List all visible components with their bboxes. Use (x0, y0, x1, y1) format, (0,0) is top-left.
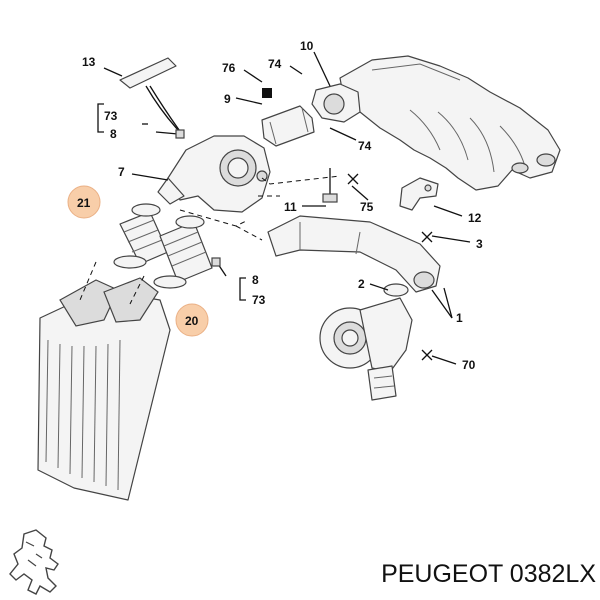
cross-marker (347, 173, 359, 185)
callout-3: 3 (476, 237, 483, 251)
callout-73-bottom: 73 (252, 293, 266, 307)
callout-1: 1 (456, 311, 463, 325)
bracket-13 (119, 57, 183, 135)
callout-11: 11 (284, 200, 297, 214)
intake-manifold (339, 55, 561, 191)
hose-20 (153, 215, 213, 289)
stud-11 (322, 168, 338, 203)
callout-10: 10 (300, 39, 314, 53)
intercooler (37, 277, 171, 501)
callout-73-top: 73 (104, 109, 118, 123)
callout-74-right: 74 (358, 139, 372, 153)
callout-13: 13 (82, 55, 96, 69)
peugeot-lion-logo-icon (9, 529, 59, 595)
cross-marker (421, 349, 433, 361)
callout-8-top: 8 (110, 127, 117, 141)
dashed-guides (79, 175, 341, 305)
turbocharger (319, 297, 413, 401)
highlight-circle-21 (67, 185, 101, 219)
callout-2: 2 (358, 277, 365, 291)
highlight-circle-20 (175, 303, 209, 337)
air-pipe (267, 215, 441, 293)
bolt-lower (211, 257, 227, 277)
callout-20: 20 (185, 314, 199, 328)
callout-74-top: 74 (268, 57, 282, 71)
cross-marker (421, 231, 433, 243)
sleeve-9 (261, 105, 315, 147)
part-number-caption: PEUGEOT 0382LX (381, 560, 596, 588)
callout-70: 70 (462, 358, 476, 372)
callout-8-bottom: 8 (252, 273, 259, 287)
throttle-housing (157, 135, 271, 213)
markers (262, 88, 433, 361)
callout-12: 12 (468, 211, 482, 225)
bracket-12 (399, 177, 439, 211)
square-marker (262, 88, 272, 98)
callout-75: 75 (360, 200, 374, 214)
leader-lines (97, 51, 471, 365)
callout-7: 7 (118, 165, 125, 179)
callout-9: 9 (224, 92, 231, 106)
callout-76: 76 (222, 61, 236, 75)
gasket-2 (383, 283, 409, 297)
bolt-upper (155, 129, 185, 139)
callout-21: 21 (77, 196, 91, 210)
throttle-flange (311, 83, 361, 123)
